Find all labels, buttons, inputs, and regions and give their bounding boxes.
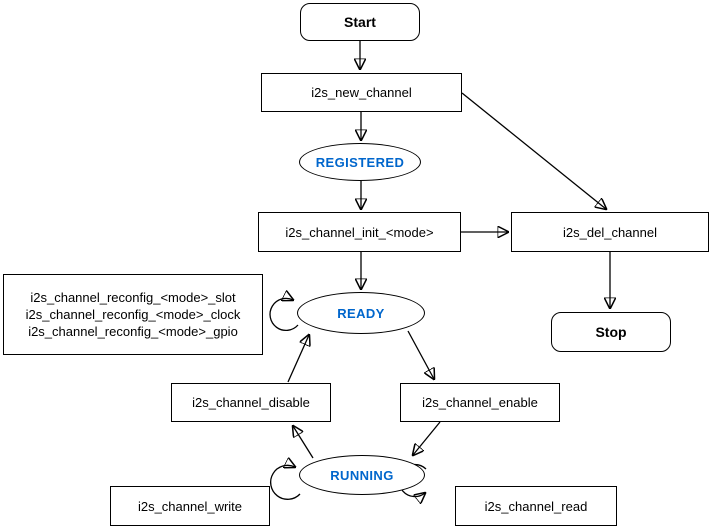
node-stop-label: Stop	[595, 324, 627, 340]
state-ready-label: READY	[337, 305, 385, 321]
loop-ready-reconfig	[269, 298, 299, 332]
node-i2s-del-channel-label: i2s_del_channel	[563, 224, 657, 240]
state-ready: READY	[297, 292, 425, 334]
node-i2s-new-channel: i2s_new_channel	[261, 73, 462, 112]
node-i2s-channel-read: i2s_channel_read	[455, 486, 617, 526]
node-i2s-channel-read-label: i2s_channel_read	[484, 498, 588, 514]
state-registered-label: REGISTERED	[315, 154, 405, 170]
node-i2s-del-channel: i2s_del_channel	[511, 212, 709, 252]
node-i2s-channel-write-label: i2s_channel_write	[137, 498, 243, 514]
node-reconfig-line-gpio: i2s_channel_reconfig_<mode>_gpio	[28, 324, 238, 339]
node-i2s-channel-enable: i2s_channel_enable	[400, 383, 560, 422]
edge-enable-to-running	[413, 421, 441, 455]
node-i2s-new-channel-label: i2s_new_channel	[311, 85, 412, 100]
edge-running-to-disable	[293, 426, 314, 459]
loop-running-write	[269, 465, 301, 500]
node-reconfig-line-clock: i2s_channel_reconfig_<mode>_clock	[25, 307, 241, 322]
edge-new-channel-to-del-channel	[461, 92, 606, 209]
node-i2s-channel-write: i2s_channel_write	[110, 486, 270, 526]
node-reconfig-line-slot: i2s_channel_reconfig_<mode>_slot	[30, 290, 236, 305]
node-stop: Stop	[551, 312, 671, 352]
state-running-label: RUNNING	[330, 467, 394, 483]
node-i2s-channel-init: i2s_channel_init_<mode>	[258, 212, 461, 252]
node-start: Start	[300, 3, 420, 41]
node-start-label: Start	[344, 14, 376, 30]
state-registered: REGISTERED	[299, 143, 421, 181]
edge-ready-to-enable	[407, 330, 434, 379]
node-i2s-channel-enable-label: i2s_channel_enable	[422, 395, 538, 410]
state-running: RUNNING	[299, 455, 425, 495]
node-i2s-channel-init-label: i2s_channel_init_<mode>	[285, 224, 434, 240]
node-i2s-channel-disable-label: i2s_channel_disable	[192, 395, 310, 410]
edge-disable-to-ready	[287, 335, 309, 383]
node-i2s-channel-disable: i2s_channel_disable	[171, 383, 331, 422]
node-i2s-channel-reconfig: i2s_channel_reconfig_<mode>_slot i2s_cha…	[3, 274, 263, 355]
